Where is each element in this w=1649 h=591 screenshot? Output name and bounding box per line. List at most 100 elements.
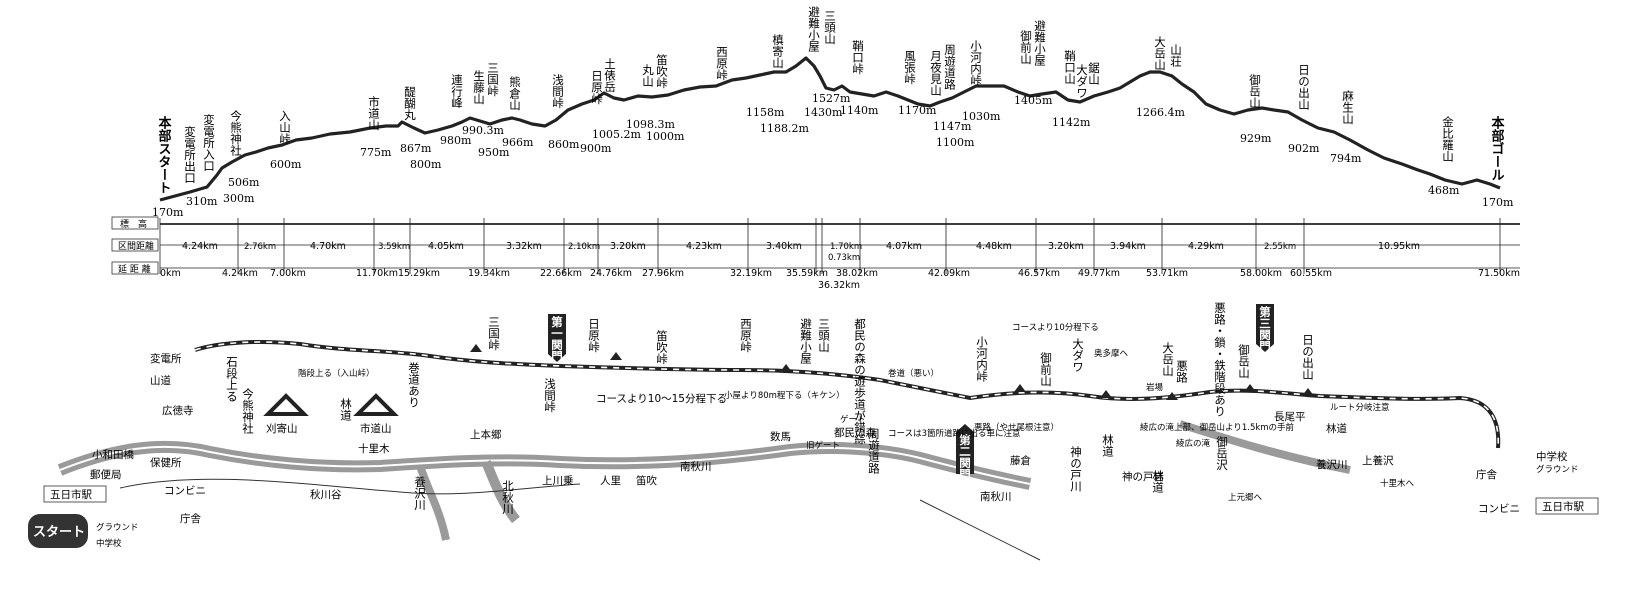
koutokuji: 広徳寺 [162,404,194,417]
section-distance: 1.70km [830,242,862,252]
convenience-store: コンビニ [164,485,206,497]
profile-name: 生藤山 [472,69,486,104]
profile-name: 醍醐丸 [403,86,417,121]
section-distance-extra: 0.73km [828,253,860,263]
to-kamigengo: 上元郷へ [1228,493,1263,503]
peak-label: 笛吹峠 [655,329,669,365]
section-distance: 3.20km [610,241,646,252]
peak-label: 避難小屋 [799,317,813,365]
road-label: ゲート [840,414,866,425]
cumulative-distance: 49.77km [1078,268,1120,279]
map-note: 都民の森 [834,426,876,439]
river-label: 御岳沢 [1215,435,1229,471]
map-note: 綾広の滝 [1176,438,1211,449]
road-label: 林道 [1101,433,1115,457]
convenience-east: コンビニ [1478,503,1520,515]
map-note: 階段上る（入山峠） [298,368,375,379]
cumulative-distance: 11.70km [356,268,398,279]
profile-name: 御岳山 [1248,73,1262,108]
profile-elev: 170m [152,206,184,219]
profile-name: 連行峰 [450,73,464,108]
peak-label: 今熊神社 [241,387,255,435]
gate-1-label: 第一関門 [550,315,564,363]
profile-name: 今熊神社 [229,109,243,157]
profile-name: 三頭山 [823,10,837,45]
route-map: 第一関門 第二関門 第三関門 スタート [28,302,1599,561]
peak-labels: 刈寄山 市道山 今熊神社 三国峠 日原峠 浅間峠 笛吹峠 西原峠 避難小屋 三頭… [241,316,1315,435]
river-label: 養沢川 [1316,458,1348,471]
profile-goal-name: 本部ゴール [1489,115,1505,181]
gate-2-label: 第二関門 [958,433,972,481]
profile-name: 周遊道路 [943,44,957,91]
profile-elev: 468m [1428,184,1460,197]
cumulative-distance: 71.50km [1478,268,1520,279]
profile-elev: 506m [228,176,260,189]
profile-name: 風張峠 [903,50,917,85]
peak-label: 大岳山 [1161,341,1175,376]
profile-elev: 1005.2m [592,128,641,141]
road-north-akigawa [481,459,520,524]
profile-elev: 1142m [1052,116,1091,129]
road-label: 周遊道路 [867,428,881,475]
gate-3: 第三関門 [1256,304,1274,353]
map-note: 悪路・鎖・鉄階段あり [1213,302,1227,417]
map-note: 巻道あり [407,362,421,408]
river-label: 神の戸川 [1069,445,1083,492]
gate-3-label: 第三関門 [1258,305,1272,353]
profile-name: 入山峠 [278,110,292,145]
profile-elev: 1158m [746,106,785,119]
cumulative-distance: 27.96km [642,268,684,279]
row-header-elevation: 標 高 [120,218,147,230]
section-distance: 3.32km [506,241,542,252]
section-distance: 4.05km [428,241,464,252]
fuefuki: 笛吹 [636,474,657,487]
profile-elev: 170m [1482,196,1514,209]
profile-elev: 1430m [804,106,843,119]
section-distance: 4.23km [686,241,722,252]
row-header-section: 区間距離 [118,240,154,252]
profile-name: 麻生山 [1341,89,1355,124]
gate-2: 第二関門 [956,424,974,481]
cumulative-distance: 15.29km [398,268,440,279]
substation: 変電所 [150,352,182,365]
profile-name: 金比羅山 [1441,115,1455,162]
river-akigawa [119,478,581,495]
map-note: コースより10〜15分程下る [596,393,727,405]
profile-name: 浅間峠 [551,74,565,109]
section-distance: 3.59km [378,242,410,252]
profile-name: 変電所入口 [202,113,216,171]
road-label: 旧ゲート [806,440,840,451]
profile-elev: 1000m [646,130,685,143]
profile-name: 大岳山 [1153,35,1167,70]
peak-label: 日の出山 [1301,334,1315,380]
distance-table: 標 高 区間距離 延 距 離 4.24km 2.76km [111,216,1520,291]
junior-high: 中学校 [96,538,122,549]
elevation-profile: 本部スタート 本部ゴール 変電所出口 変電所入口 今熊神社 入山峠 市道山 醍醐… [152,5,1514,219]
road-kamiyousawa [1178,420,1351,474]
junior-high-east: 中学校 [1536,450,1568,463]
station-gokaichi-east: 五日市駅 [1542,500,1584,513]
section-distance: 2.55km [1264,242,1296,252]
profile-elev: 950m [478,146,510,159]
ground: グラウンド [96,522,139,533]
profile-name: 笛吹峠 [655,53,669,89]
section-distance: 4.48km [976,241,1012,252]
cumulative-distance: 53.71km [1146,268,1188,279]
profile-elev: 775m [360,146,392,159]
section-distance: 4.07km [886,241,922,252]
cumulative-distance: 60.55km [1290,268,1332,279]
peak-label: 悪路 [1175,360,1189,384]
profile-elev: 1405m [1014,94,1053,107]
profile-elev: 310m [186,195,218,208]
section-distance: 10.95km [1378,241,1420,252]
map-note: コースより10分程下る [1012,323,1099,333]
profile-name: 三国峠 [486,62,500,97]
profile-name: 鞘口峠 [851,39,865,75]
river-label: 北秋川 [501,480,515,515]
road-labels: 林道 林道 周遊道路 旧ゲート ゲート 林道 林道 [339,397,1348,493]
profile-name: 鞘口山 [1063,49,1077,84]
profile-elev: 600m [270,158,302,171]
peak-label: 西原峠 [739,318,753,353]
river-label: 南秋川 [680,460,712,473]
cumulative-distance: 32.19km [730,268,772,279]
